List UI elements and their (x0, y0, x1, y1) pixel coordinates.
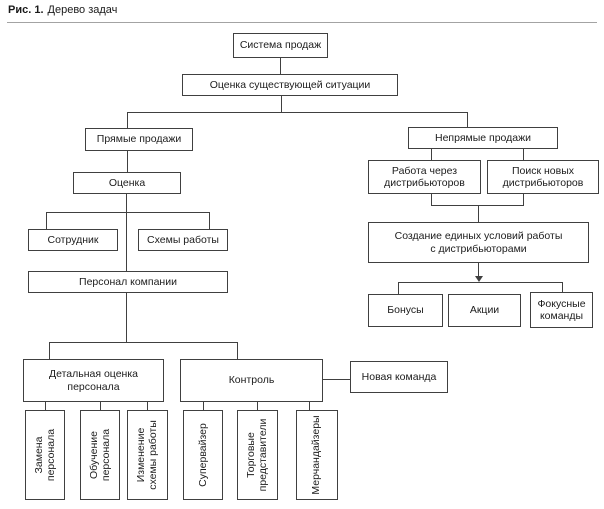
connector-line (237, 342, 238, 359)
node-otsenka: Оценка (73, 172, 181, 194)
caption-divider (7, 22, 597, 23)
connector-line (147, 402, 148, 410)
connector-line (45, 402, 46, 410)
connector-line (257, 402, 258, 410)
connector-line (562, 282, 563, 292)
connector-line (281, 96, 282, 112)
node-zamena-personala: Замена персонала (25, 410, 65, 500)
node-bonusy: Бонусы (368, 294, 443, 327)
node-otsenka-situatsii: Оценка существующей ситуации (182, 74, 398, 96)
node-novaya-komanda: Новая команда (350, 361, 448, 393)
node-sozdanie-uslovii: Создание единых условий работы с дистриб… (368, 222, 589, 263)
connector-line (46, 212, 47, 229)
connector-line (127, 112, 468, 113)
connector-line (398, 282, 563, 283)
connector-line (431, 194, 432, 206)
figure-caption: Рис. 1.Дерево задач (8, 4, 117, 16)
node-izmenenie-skhemy-label: Изменение схемы работы (134, 420, 159, 490)
node-personal-kompanii: Персонал компании (28, 271, 228, 293)
connector-line (126, 293, 127, 342)
connector-line (323, 379, 350, 380)
node-detalnaya-otsenka: Детальная оценка персонала (23, 359, 164, 402)
node-aktsii: Акции (448, 294, 521, 327)
node-merchandayzery-label: Мерчандайзеры (309, 415, 322, 495)
connector-line (127, 112, 128, 128)
connector-line (431, 205, 524, 206)
node-supervayzer-label: Супервайзер (196, 423, 209, 487)
connector-line (203, 402, 204, 410)
node-poisk-novykh-distributorov: Поиск новых дистрибьюторов (487, 160, 599, 194)
connector-line (49, 342, 238, 343)
connector-line (523, 149, 524, 160)
connector-line (127, 151, 128, 172)
node-skhemy-raboty: Схемы работы (138, 229, 228, 251)
connector-line (523, 194, 524, 206)
node-pryamye-prodazhi: Прямые продажи (85, 128, 193, 151)
connector-line (280, 58, 281, 74)
connector-line (126, 194, 127, 271)
arrow-shaft-line (478, 263, 479, 277)
connector-line (309, 402, 310, 410)
node-merchandayzery: Мерчандайзеры (296, 410, 338, 500)
node-sotrudnik: Сотрудник (28, 229, 118, 251)
node-obuchenie-personala: Обучение персонала (80, 410, 120, 500)
node-torgovye-predstaviteli-label: Торговые представители (244, 418, 269, 492)
connector-line (209, 212, 210, 229)
connector-line (398, 282, 399, 294)
connector-line (431, 149, 432, 160)
node-supervayzer: Супервайзер (183, 410, 223, 500)
node-kontrol: Контроль (180, 359, 323, 402)
connector-line (49, 342, 50, 359)
connector-line (100, 402, 101, 410)
node-obuchenie-personala-label: Обучение персонала (87, 428, 112, 482)
node-zamena-personala-label: Замена персонала (32, 428, 57, 482)
connector-line (46, 212, 210, 213)
node-sistema-prodazh: Система продаж (233, 33, 328, 58)
connector-line (478, 205, 479, 222)
down-arrowhead-icon (475, 276, 483, 282)
figure-caption-number: Рис. 1. (8, 4, 44, 16)
node-rabota-cherez-distributorov: Работа через дистрибьюторов (368, 160, 481, 194)
node-torgovye-predstaviteli: Торговые представители (237, 410, 278, 500)
figure-caption-text: Дерево задач (47, 4, 118, 16)
node-nepryamye-prodazhi: Непрямые продажи (408, 127, 558, 149)
node-fokusnye-komandy: Фокусные команды (530, 292, 593, 328)
node-izmenenie-skhemy: Изменение схемы работы (127, 410, 168, 500)
connector-line (467, 112, 468, 127)
